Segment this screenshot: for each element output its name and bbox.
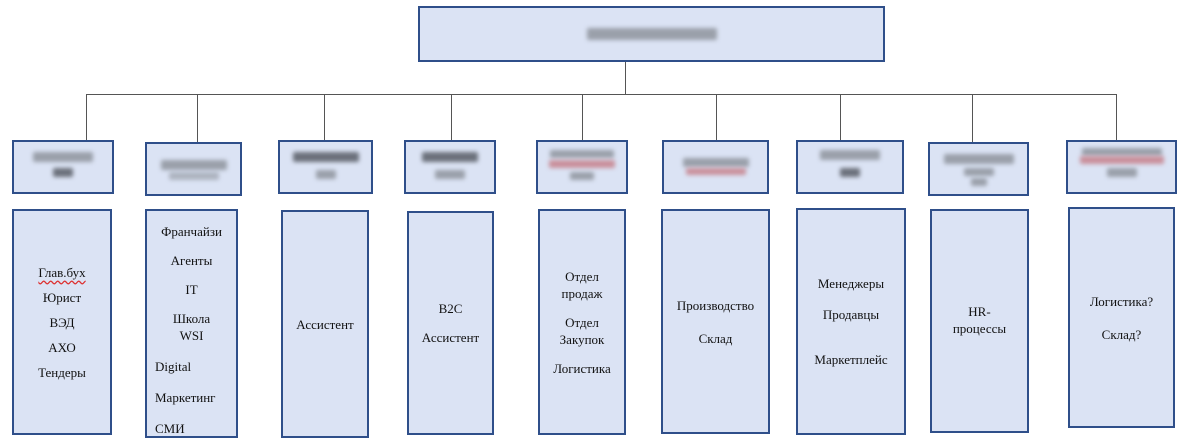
top-title-redacted xyxy=(586,28,717,40)
dept-item: Digital xyxy=(155,359,192,374)
connector-dept-2 xyxy=(197,94,198,142)
dept-item: Склад xyxy=(698,330,733,346)
dept-item: Отдел Закупок xyxy=(559,314,605,347)
connector-bus xyxy=(86,94,1116,95)
dept-items-6: Производство Склад xyxy=(663,211,768,432)
dept-items-2: Франчайзи Агенты IT Школа WSI Digital Ма… xyxy=(147,211,236,436)
dept-box-1: Глав.бух Юрист ВЭД АХО Тендеры xyxy=(12,209,112,435)
connector-dept-4 xyxy=(451,94,452,140)
dept-item: Менеджеры xyxy=(817,276,885,291)
connector-dept-9 xyxy=(1116,94,1117,140)
dept-header-3 xyxy=(278,140,373,194)
dept-items-1: Глав.бух Юрист ВЭД АХО Тендеры xyxy=(14,211,110,433)
dept-header-1 xyxy=(12,140,114,194)
dept-box-4: B2C Ассистент xyxy=(407,211,494,435)
dept-item: Франчайзи xyxy=(161,224,222,239)
dept-item: СМИ xyxy=(155,421,185,436)
dept-item: Агенты xyxy=(170,253,213,268)
connector-dept-6 xyxy=(716,94,717,140)
dept-item: HR-процессы xyxy=(952,304,1007,336)
dept-items-9: Логистика? Склад? xyxy=(1070,209,1173,426)
top-box xyxy=(418,6,885,62)
dept-box-3: Ассистент xyxy=(281,210,369,438)
dept-item: Логистика? xyxy=(1089,293,1154,309)
dept-item: Логистика xyxy=(553,360,611,376)
dept-item: Тендеры xyxy=(38,364,86,380)
connector-dept-8 xyxy=(972,94,973,142)
connector-dept-1 xyxy=(86,94,87,140)
dept-item: Ассистент xyxy=(421,330,480,345)
dept-box-7: Менеджеры Продавцы Маркетплейс xyxy=(796,208,906,435)
dept-items-7: Менеджеры Продавцы Маркетплейс xyxy=(798,210,904,433)
dept-header-9 xyxy=(1066,140,1177,194)
dept-header-5 xyxy=(536,140,628,194)
dept-item: Ассистент xyxy=(296,316,354,332)
dept-header-6 xyxy=(662,140,769,194)
dept-item: Глав.бух xyxy=(38,264,86,280)
dept-item: IT xyxy=(185,282,198,297)
dept-box-9: Логистика? Склад? xyxy=(1068,207,1175,428)
dept-header-8 xyxy=(928,142,1029,196)
dept-box-8: HR-процессы xyxy=(930,209,1029,433)
dept-item: АХО xyxy=(48,339,76,355)
dept-box-5: Отдел продаж Отдел Закупок Логистика xyxy=(538,209,626,435)
dept-box-2: Франчайзи Агенты IT Школа WSI Digital Ма… xyxy=(145,209,238,438)
dept-item: Отдел продаж xyxy=(561,268,603,301)
connector-dept-3 xyxy=(324,94,325,140)
dept-box-6: Производство Склад xyxy=(661,209,770,434)
dept-header-2 xyxy=(145,142,242,196)
dept-items-8: HR-процессы xyxy=(932,211,1027,431)
connector-top xyxy=(625,62,626,94)
dept-item: Юрист xyxy=(42,289,82,305)
dept-items-4: B2C Ассистент xyxy=(409,213,492,433)
connector-dept-5 xyxy=(582,94,583,140)
dept-item: Маркетинг xyxy=(155,390,216,405)
dept-item: Продавцы xyxy=(822,307,880,322)
dept-item: Склад? xyxy=(1101,326,1142,342)
dept-header-7 xyxy=(796,140,904,194)
dept-item: Производство xyxy=(676,297,755,313)
dept-item: Маркетплейс xyxy=(814,352,888,367)
dept-item: B2C xyxy=(438,301,463,316)
dept-item: Школа WSI xyxy=(172,311,211,343)
dept-header-4 xyxy=(404,140,496,194)
dept-items-5: Отдел продаж Отдел Закупок Логистика xyxy=(540,211,624,433)
connector-dept-7 xyxy=(840,94,841,140)
dept-item: ВЭД xyxy=(49,314,75,330)
dept-items-3: Ассистент xyxy=(283,212,367,436)
